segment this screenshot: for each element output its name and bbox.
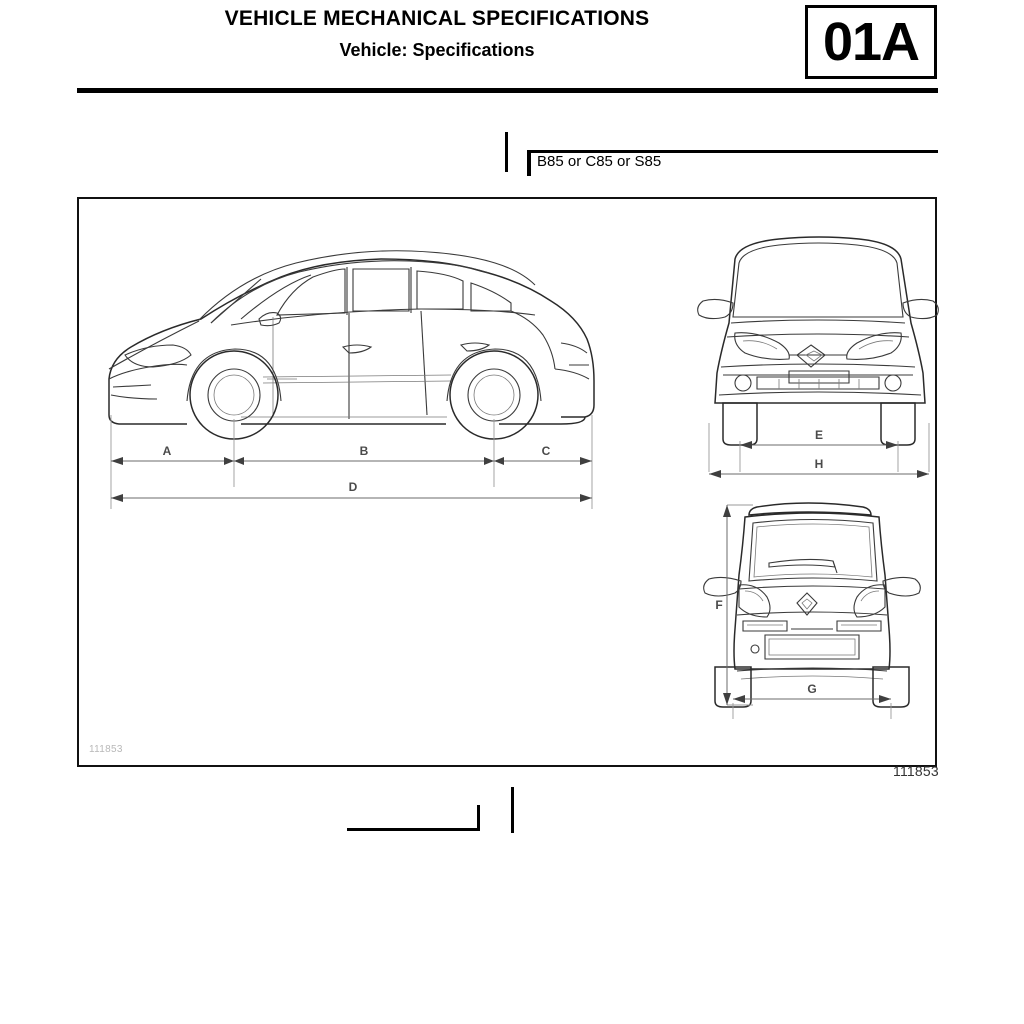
footer-margin-bar <box>511 787 514 833</box>
vehicle-side-view: A B C D <box>108 250 595 509</box>
side-view-body <box>108 250 595 425</box>
section-code-label: 01A <box>822 12 920 72</box>
dimension-label-d: D <box>349 480 358 494</box>
dimension-label-h: H <box>815 457 824 471</box>
section-code-box: 01A <box>805 5 937 79</box>
figure-reference-inner: 111853 <box>89 744 123 755</box>
vehicle-front-view: E H <box>697 236 939 478</box>
page-title: VEHICLE MECHANICAL SPECIFICATIONS <box>224 7 650 30</box>
dimension-label-c: C <box>542 444 551 458</box>
vehicle-rear-view: F G <box>703 502 921 719</box>
dimension-label-g: G <box>807 682 816 696</box>
figure-reference-outer: 111853 <box>893 763 939 779</box>
dimension-label-b: B <box>360 444 369 458</box>
footer-rule <box>347 828 480 831</box>
dimension-label-e: E <box>815 428 823 442</box>
header-titles: VEHICLE MECHANICAL SPECIFICATIONS Vehicl… <box>77 6 797 62</box>
side-view-dimensions: A B C D <box>110 415 593 509</box>
variant-label: B85 or C85 or S85 <box>537 153 662 170</box>
front-view-body <box>697 236 939 446</box>
rear-view-dimensions: F G <box>715 504 892 719</box>
rear-view-body <box>703 502 921 708</box>
dimension-label-a: A <box>163 444 172 458</box>
variant-margin-tick <box>505 132 508 172</box>
variant-bracket <box>527 150 938 176</box>
side-view-wheels <box>189 350 539 440</box>
page-subtitle: Vehicle: Specifications <box>339 40 535 60</box>
front-view-dimensions: E H <box>708 423 930 478</box>
figure-frame: A B C D <box>77 197 939 767</box>
header-divider <box>77 88 938 93</box>
footer-tick <box>477 805 480 831</box>
dimension-label-f: F <box>715 598 722 612</box>
